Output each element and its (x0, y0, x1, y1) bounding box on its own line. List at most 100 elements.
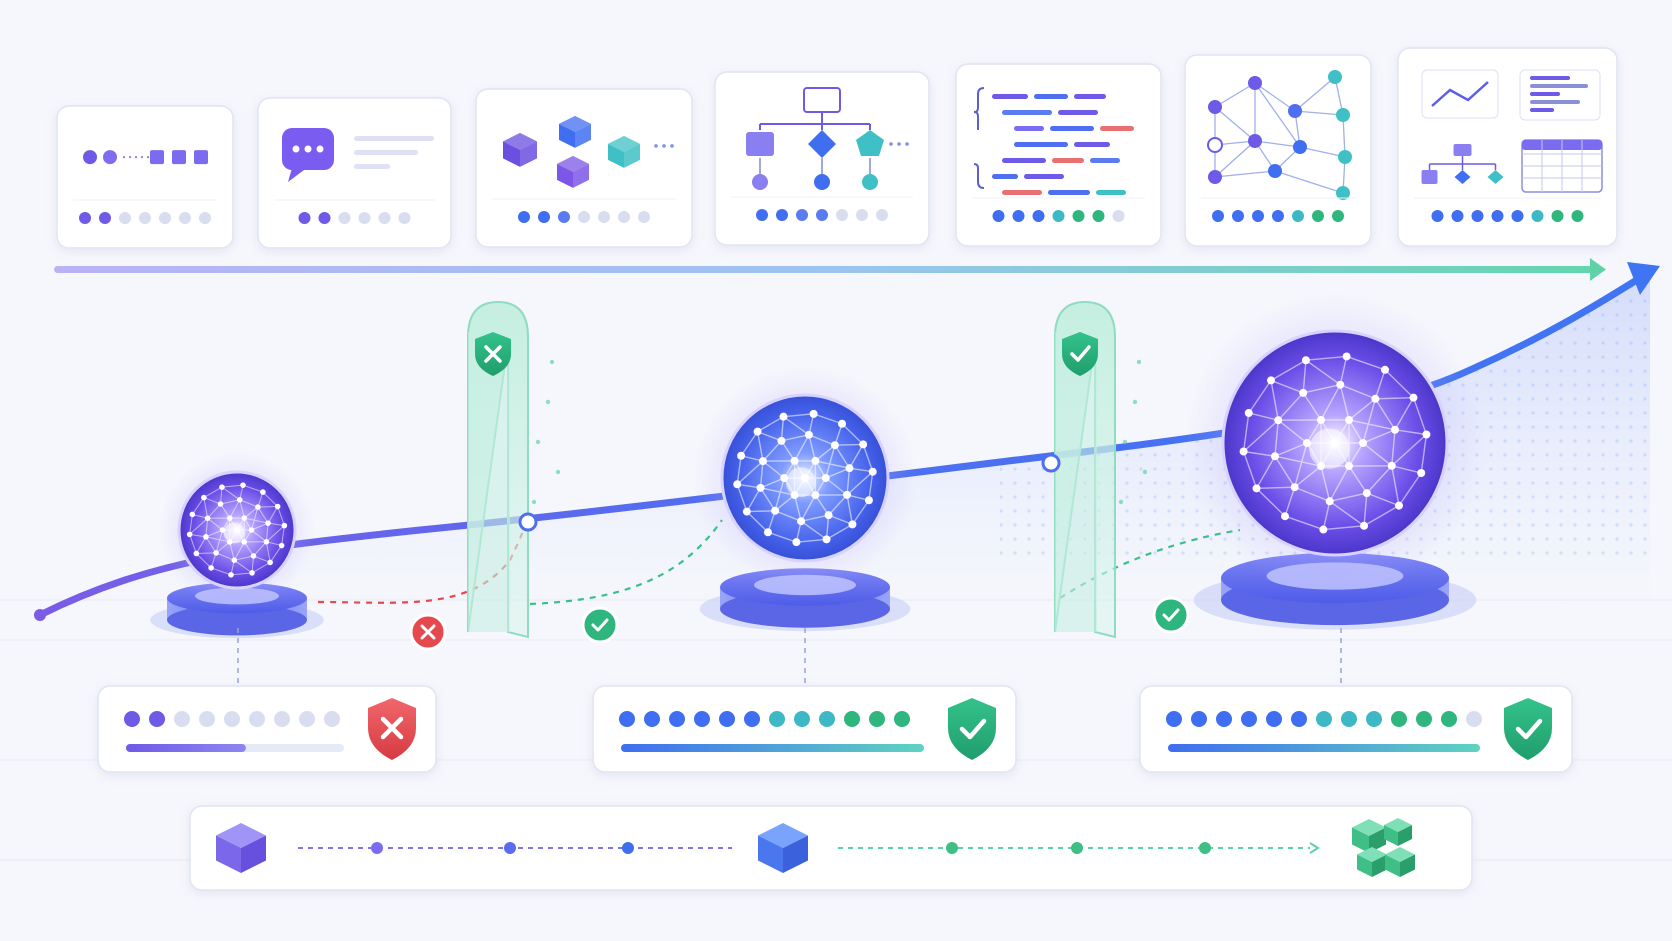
curve-node (518, 512, 538, 532)
gate-panel (1054, 300, 1148, 639)
mesh-node (1391, 425, 1400, 434)
progress-dot (159, 212, 171, 224)
evaluation-panel (1139, 685, 1573, 773)
check-circle-icon (581, 606, 619, 644)
score-dot (199, 711, 215, 727)
mesh-node (822, 535, 831, 544)
sparkle (1122, 439, 1128, 445)
score-dot (1391, 711, 1407, 727)
score-dot (769, 711, 785, 727)
pipeline-node (371, 842, 383, 854)
mesh-node (204, 515, 211, 521)
shield-check-icon (1504, 698, 1552, 760)
sparkle (545, 399, 551, 405)
purple-cube-icon (216, 823, 266, 873)
mesh-node (779, 412, 788, 421)
progress-dot (119, 212, 131, 224)
score-dot (324, 711, 340, 727)
progress-dot (538, 211, 550, 223)
progress-dot (338, 212, 351, 224)
mesh-node (777, 436, 786, 445)
model-sphere (692, 365, 918, 632)
evaluation-panel (97, 685, 437, 773)
score-dot (1416, 711, 1432, 727)
progress-dot (1292, 210, 1304, 222)
mesh-node (265, 520, 271, 526)
mesh-node (1362, 489, 1371, 498)
mesh-node (281, 522, 288, 529)
progress-fill (126, 744, 246, 752)
score-dot (1341, 711, 1357, 727)
mesh-node (864, 496, 873, 505)
mesh-node (241, 539, 248, 545)
pipeline-arrowhead (1309, 842, 1320, 854)
mesh-node (267, 559, 273, 566)
progress-dot (816, 209, 828, 221)
sphere-core (1309, 428, 1350, 469)
mesh-node (848, 520, 857, 529)
progress-dot (1312, 210, 1324, 222)
shield-check-icon (948, 698, 996, 760)
model-sphere (1183, 291, 1487, 630)
mesh-node (1239, 447, 1248, 456)
progress-dot (1332, 210, 1344, 222)
score-dot (224, 711, 240, 727)
mesh-node (250, 553, 257, 559)
score-dot (124, 711, 140, 727)
progress-dot (1571, 210, 1584, 222)
mesh-node (1342, 352, 1351, 361)
mesh-node (1252, 484, 1261, 493)
score-dot (844, 711, 860, 727)
score-dot (1241, 711, 1257, 727)
sparkle (555, 469, 561, 475)
mesh-node (859, 440, 868, 449)
mesh-node (186, 531, 193, 538)
mesh-node (274, 503, 281, 510)
mesh-node (804, 430, 813, 439)
progress-dot (378, 212, 391, 224)
mesh-node (742, 507, 751, 516)
score-dot (669, 711, 685, 727)
checkpoint-badges (409, 596, 1190, 651)
progress-dot (1052, 210, 1065, 222)
score-dot (1441, 711, 1457, 727)
progress-dot (398, 212, 411, 224)
mesh-node (1409, 393, 1418, 402)
mesh-node (811, 491, 820, 500)
progress-fill (621, 744, 924, 752)
progress-dot (598, 211, 610, 223)
stage-card (257, 97, 452, 249)
progress-dot (1551, 210, 1564, 222)
progress-dot (1451, 210, 1464, 222)
stage-card (475, 88, 693, 248)
validation-gates (467, 300, 1148, 639)
score-dot (1366, 711, 1382, 727)
stage-card (1184, 54, 1372, 247)
mesh-node (1422, 430, 1431, 439)
score-dot (274, 711, 290, 727)
top-stage-cards (56, 47, 1618, 249)
progress-dot (1032, 210, 1045, 222)
score-dot (744, 711, 760, 727)
cubes-icon (503, 115, 674, 188)
mesh-node (753, 427, 762, 436)
mesh-node (1417, 469, 1426, 478)
sparkle (1136, 359, 1142, 365)
sparkle (1118, 499, 1124, 505)
mesh-node (201, 494, 207, 501)
score-dot (694, 711, 710, 727)
score-dot (149, 711, 165, 727)
mesh-node (1371, 394, 1380, 403)
progress-dot (1491, 210, 1504, 222)
mesh-node (263, 539, 270, 545)
mesh-node (260, 489, 266, 495)
score-dot (819, 711, 835, 727)
mesh-node (1345, 462, 1353, 471)
mesh-node (189, 511, 196, 518)
sphere-core (223, 522, 245, 544)
mesh-node (790, 456, 799, 465)
sparkle (1142, 469, 1148, 475)
flowchart-icon (746, 87, 909, 190)
connectors (237, 628, 1342, 683)
